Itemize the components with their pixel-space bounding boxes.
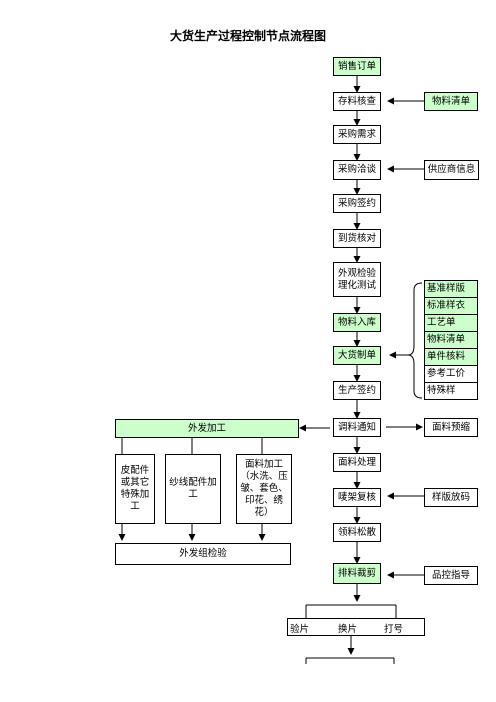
- page-title: 大货生产过程控制节点流程图: [169, 29, 326, 43]
- step-stock-check: 存料核查: [333, 92, 381, 111]
- step-material-notice: 调料通知: [333, 418, 381, 437]
- doc-item: 标准样衣: [424, 297, 478, 315]
- step-arrival-check: 到货核对: [333, 229, 381, 248]
- supplier-info-box: 供应商信息: [424, 160, 479, 180]
- doc-item: 特殊样: [424, 382, 478, 400]
- step-sales-order: 销售订单: [333, 57, 381, 76]
- sample-grading-box: 样版放码: [424, 488, 478, 507]
- step-cutting: 排料裁剪: [333, 563, 381, 584]
- step-production-signing: 生产签约: [333, 381, 381, 400]
- step-purchase-signing: 采购签约: [333, 194, 381, 213]
- outsource-branch-yarn: 纱线配件加 工: [165, 454, 221, 524]
- step-purchase-demand: 采购需求: [333, 125, 381, 144]
- step-material-relax: 领料松散: [333, 523, 381, 542]
- doc-item: 参考工价: [424, 365, 478, 383]
- step-bulk-order: 大货制单: [333, 346, 381, 365]
- doc-item: 单件核料: [424, 348, 478, 366]
- outsource-inspection: 外发组检验: [115, 543, 291, 565]
- fabric-shrink-box: 面料预缩: [424, 418, 478, 437]
- outsource-header: 外发加工: [115, 419, 299, 438]
- step-inspection-test: 外观检验 理化测试: [333, 262, 381, 297]
- material-list-box: 物料清单: [424, 92, 478, 111]
- cutting-step-verify: 验片: [290, 624, 310, 635]
- outsource-branch-fabric: 面料加工 （水洗、压 皱、套色、 印花、绣 花）: [236, 454, 292, 524]
- cutting-step-number: 打号: [384, 624, 404, 635]
- step-marker-review: 唛架复核: [333, 488, 381, 507]
- step-material-storage: 物料入库: [333, 313, 381, 332]
- outsource-branch-leather: 皮配件 或其它 特殊加 工: [115, 454, 155, 524]
- step-purchase-negotiation: 采购洽谈: [333, 160, 381, 180]
- qc-guidance-box: 品控指导: [424, 566, 478, 585]
- doc-item: 物料清单: [424, 331, 478, 349]
- doc-item: 工艺单: [424, 314, 478, 332]
- step-fabric-treatment: 面料处理: [333, 453, 381, 472]
- cutting-step-replace: 换片: [338, 624, 358, 635]
- doc-item: 基准样版: [424, 280, 478, 298]
- cutting-steps-row: [287, 618, 425, 636]
